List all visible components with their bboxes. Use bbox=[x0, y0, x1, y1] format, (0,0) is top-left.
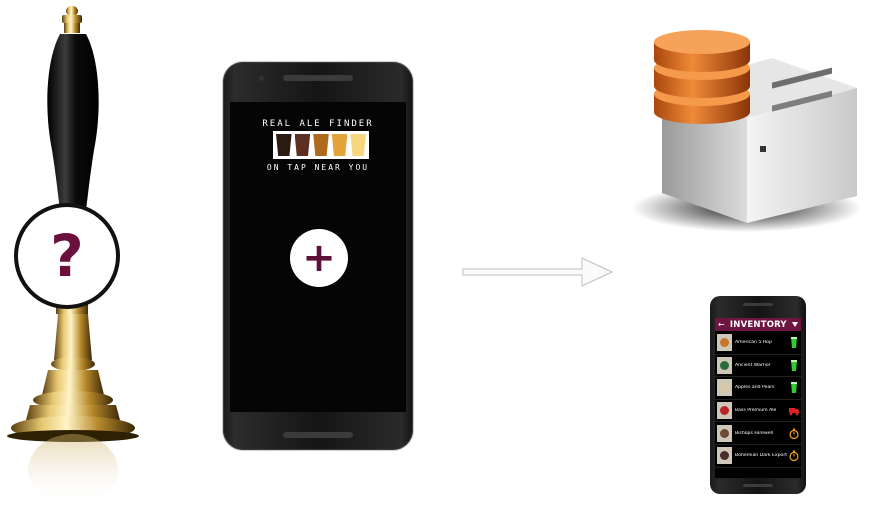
bottom-speaker bbox=[283, 432, 353, 438]
question-mark-icon: ? bbox=[50, 227, 84, 285]
glass-icon bbox=[313, 134, 329, 156]
ale-glasses-logo bbox=[273, 131, 369, 159]
glass-icon bbox=[350, 134, 366, 156]
beer-thumbnail bbox=[717, 402, 732, 419]
bottom-speaker bbox=[743, 484, 773, 487]
flow-arrow-icon bbox=[462, 254, 614, 290]
inventory-header: ← INVENTORY bbox=[715, 318, 801, 331]
glass-icon bbox=[332, 134, 348, 156]
stopwatch-icon[interactable] bbox=[789, 449, 799, 462]
beer-thumbnail bbox=[717, 379, 732, 396]
beer-name: Bass Premium Ale bbox=[735, 408, 789, 413]
beer-thumbnail bbox=[717, 357, 732, 374]
stopwatch-icon[interactable] bbox=[789, 427, 799, 440]
list-item[interactable]: Bishops Farewell bbox=[715, 422, 801, 445]
question-badge: ? bbox=[14, 203, 120, 309]
list-item[interactable]: Bohemian Dark Export bbox=[715, 445, 801, 468]
delivery-truck-icon[interactable] bbox=[789, 404, 799, 417]
pint-full-icon[interactable] bbox=[789, 336, 799, 349]
beer-thumbnail bbox=[717, 425, 732, 442]
app-logo-tagline: ON TAP NEAR YOU bbox=[230, 163, 406, 172]
main-phone: REAL ALE FINDER ON TAP NEAR YOU + bbox=[223, 62, 413, 450]
glass-icon bbox=[276, 134, 292, 156]
beer-name: Bohemian Dark Export bbox=[735, 453, 789, 458]
app-logo-title: REAL ALE FINDER bbox=[230, 119, 406, 129]
pint-full-icon[interactable] bbox=[789, 359, 799, 372]
earpiece-speaker bbox=[283, 75, 353, 81]
front-camera bbox=[259, 76, 264, 81]
earpiece-speaker bbox=[743, 303, 773, 306]
beer-name: Ancient Warrior bbox=[735, 363, 789, 368]
beer-name: American 5 Hop bbox=[735, 340, 789, 345]
database-server-icon bbox=[622, 18, 862, 233]
beer-name: Apples and Pears bbox=[735, 385, 789, 390]
list-item[interactable]: Apples and Pears bbox=[715, 377, 801, 400]
app-screen: REAL ALE FINDER ON TAP NEAR YOU + bbox=[230, 102, 406, 412]
beer-name: Bishops Farewell bbox=[735, 431, 789, 436]
list-item[interactable]: Ancient Warrior bbox=[715, 355, 801, 378]
list-item[interactable]: Bass Premium Ale bbox=[715, 400, 801, 423]
inventory-title: INVENTORY bbox=[730, 320, 787, 330]
list-item[interactable]: American 5 Hop bbox=[715, 332, 801, 355]
beer-pump-illustration: ? bbox=[0, 0, 150, 515]
beer-thumbnail bbox=[717, 334, 732, 351]
filter-icon[interactable] bbox=[792, 322, 798, 327]
add-button[interactable]: + bbox=[290, 229, 348, 287]
glass-icon bbox=[295, 134, 311, 156]
pint-full-icon[interactable] bbox=[789, 381, 799, 394]
beer-thumbnail bbox=[717, 447, 732, 464]
database-disks bbox=[654, 30, 750, 124]
back-arrow-icon[interactable]: ← bbox=[718, 321, 725, 329]
